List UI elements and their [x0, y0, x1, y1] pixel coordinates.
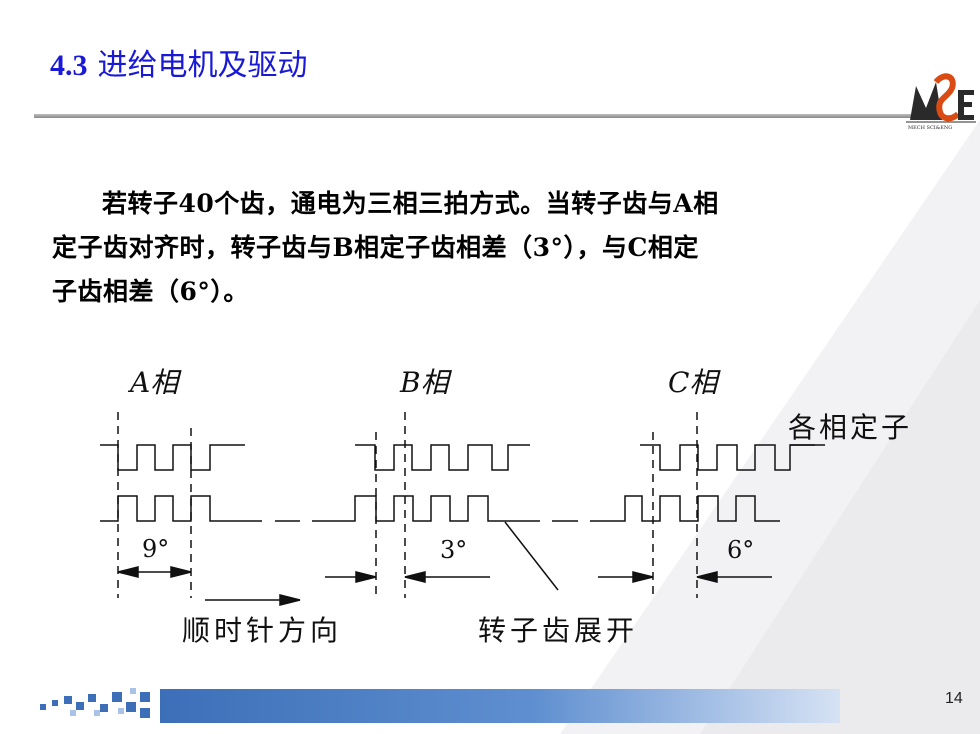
stator-teeth-b [355, 444, 530, 471]
footer-bar [160, 689, 840, 723]
direction-label: 顺时针方向 [182, 614, 342, 647]
offset-c-label: 6° [727, 536, 754, 564]
phase-b-label: B相 [399, 366, 453, 399]
rotor-teeth [100, 495, 262, 522]
title-text: 进给电机及驱动 [97, 48, 308, 83]
stator-teeth-a [100, 444, 245, 471]
mse-logo-icon: MECH SCI&ENG [906, 73, 976, 131]
footer-pixel-decoration [40, 688, 150, 718]
stepper-tooth-diagram: A相 B相 C相 各相定子 9° 3° 6° 顺时针方向 转子齿展开 [100, 366, 912, 647]
stator-teeth-c [640, 444, 815, 471]
paragraph-line: 定子齿对齐时，转子齿与B相定子齿相差（3°），与C相定 [52, 233, 699, 262]
offset-b-label: 3° [440, 536, 467, 564]
slide-title: 4.3 进给电机及驱动 [50, 40, 308, 84]
rotor-label: 转子齿展开 [478, 614, 638, 647]
paragraph-line: 若转子40个齿，通电为三相三拍方式。当转子齿与A相 [102, 189, 719, 218]
paragraph-line: 子齿相差（6°）。 [52, 277, 249, 306]
stator-label: 各相定子 [788, 411, 912, 444]
title-divider [34, 114, 934, 118]
phase-a-label: A相 [127, 366, 182, 399]
section-number: 4.3 [50, 49, 88, 82]
pitch-angle-label: 9° [142, 535, 169, 563]
body-paragraph: 若转子40个齿，通电为三相三拍方式。当转子齿与A相 定子齿对齐时，转子齿与B相定… [52, 182, 912, 314]
logo-caption: MECH SCI&ENG [908, 125, 952, 131]
phase-c-label: C相 [668, 366, 721, 399]
page-number: 14 [945, 690, 963, 707]
